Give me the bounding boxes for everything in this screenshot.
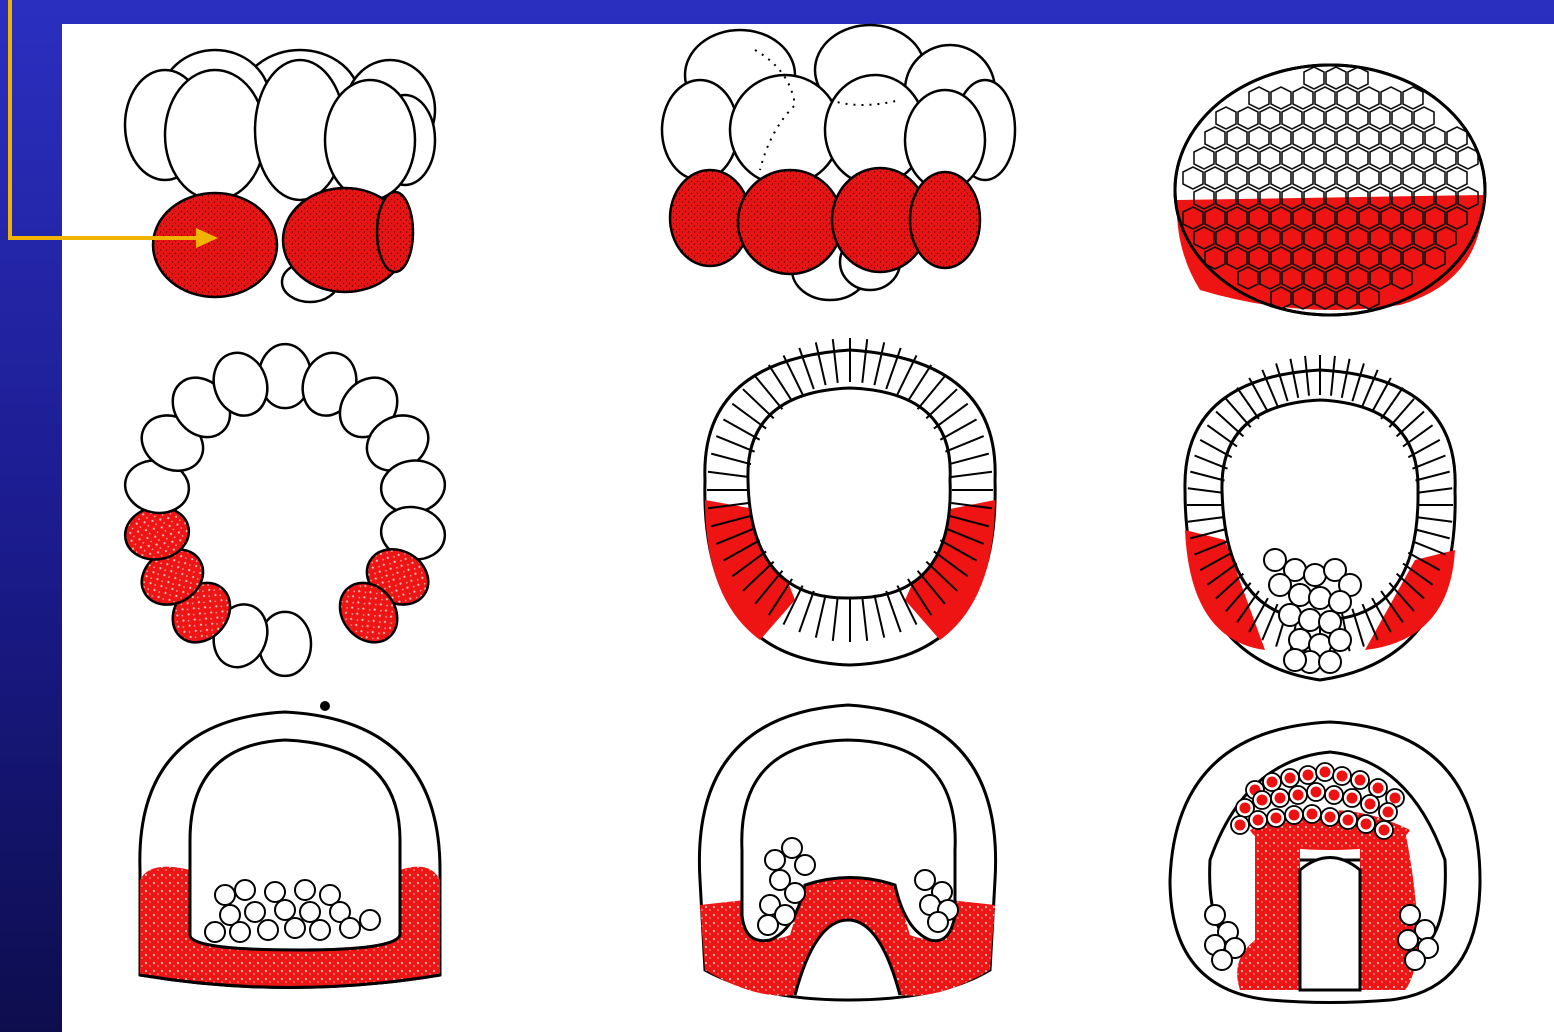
red-dot	[1275, 793, 1286, 804]
mesenchyme-cell	[1319, 651, 1341, 673]
mesenchyme-cell	[300, 902, 320, 922]
stage-mesenchyme-blastula-section	[1185, 355, 1455, 680]
mesenchyme-cell	[310, 920, 330, 940]
mesenchyme-cell	[1264, 549, 1286, 571]
mesenchyme-cell	[1329, 591, 1351, 613]
mesenchyme-cell	[915, 870, 935, 890]
mesenchyme-cell	[1309, 587, 1331, 609]
red-dot	[1337, 771, 1348, 782]
mesenchyme-cell	[765, 850, 785, 870]
red-dot	[1307, 809, 1318, 820]
mesenchyme-cell	[1289, 584, 1311, 606]
mesenchyme-cell	[230, 922, 250, 942]
red-dot	[1311, 787, 1322, 798]
mesenchyme-cell	[1299, 609, 1321, 631]
red-dot	[1289, 810, 1300, 821]
mesenchyme-cell	[295, 880, 315, 900]
mesenchyme-cell	[275, 900, 295, 920]
red-dot	[1329, 790, 1340, 801]
stage-32-cell	[662, 25, 1015, 300]
stage-early-gastrula	[140, 701, 440, 988]
mesenchyme-cell	[1304, 564, 1326, 586]
mesenchyme-cell	[258, 920, 278, 940]
red-dot	[1373, 783, 1384, 794]
mesenchyme-cell	[928, 912, 948, 932]
stage-late-gastrula	[1170, 722, 1480, 1003]
mesenchyme-cell	[1205, 905, 1225, 925]
mesenchyme-cell	[1398, 930, 1418, 950]
red-dot	[1347, 793, 1358, 804]
mesenchyme-cell	[1212, 950, 1232, 970]
mesenchyme-cell	[340, 918, 360, 938]
red-dot	[1267, 777, 1278, 788]
mesenchyme-cell	[1284, 649, 1306, 671]
red-dot	[1390, 793, 1401, 804]
red-dot	[1240, 803, 1251, 814]
red-dot	[1355, 775, 1366, 786]
mesenchyme-cell	[785, 883, 805, 903]
mesenchyme-cell	[265, 882, 285, 902]
mesenchyme-cell	[1329, 629, 1351, 651]
mesenchyme-cell	[1289, 629, 1311, 651]
stage-blastula-surface	[1175, 65, 1485, 315]
mesenchyme-cell	[782, 838, 802, 858]
red-dot	[1285, 773, 1296, 784]
mesenchyme-cell	[360, 910, 380, 930]
red-dot	[1361, 819, 1372, 830]
red-dot	[1235, 820, 1246, 831]
red-dot	[1383, 807, 1394, 818]
mesenchyme-cell	[205, 922, 225, 942]
stage-early-blastula-section	[121, 344, 449, 676]
red-dot	[1271, 813, 1282, 824]
mesenchyme-cell	[215, 885, 235, 905]
stage-16-cell	[125, 50, 435, 302]
red-dot	[1365, 799, 1376, 810]
red-dot	[1320, 767, 1331, 778]
stage-mid-gastrula	[699, 705, 995, 1000]
mesenchyme-cell	[245, 902, 265, 922]
mesenchyme-cell	[1405, 950, 1425, 970]
stage-late-blastula-section	[705, 338, 995, 665]
mesenchyme-cell	[758, 915, 778, 935]
mesenchyme-cell	[795, 855, 815, 875]
red-dot	[1343, 815, 1354, 826]
red-dot	[1303, 770, 1314, 781]
red-dot	[1379, 825, 1390, 836]
mesenchyme-cell	[285, 918, 305, 938]
mesenchyme-cell	[1269, 574, 1291, 596]
red-dot	[1257, 795, 1268, 806]
red-dot	[1293, 790, 1304, 801]
red-dot	[1253, 815, 1264, 826]
mesenchyme-cell	[1400, 905, 1420, 925]
mesenchyme-cell	[235, 880, 255, 900]
red-dot	[1325, 812, 1336, 823]
mesenchyme-cell	[1279, 604, 1301, 626]
